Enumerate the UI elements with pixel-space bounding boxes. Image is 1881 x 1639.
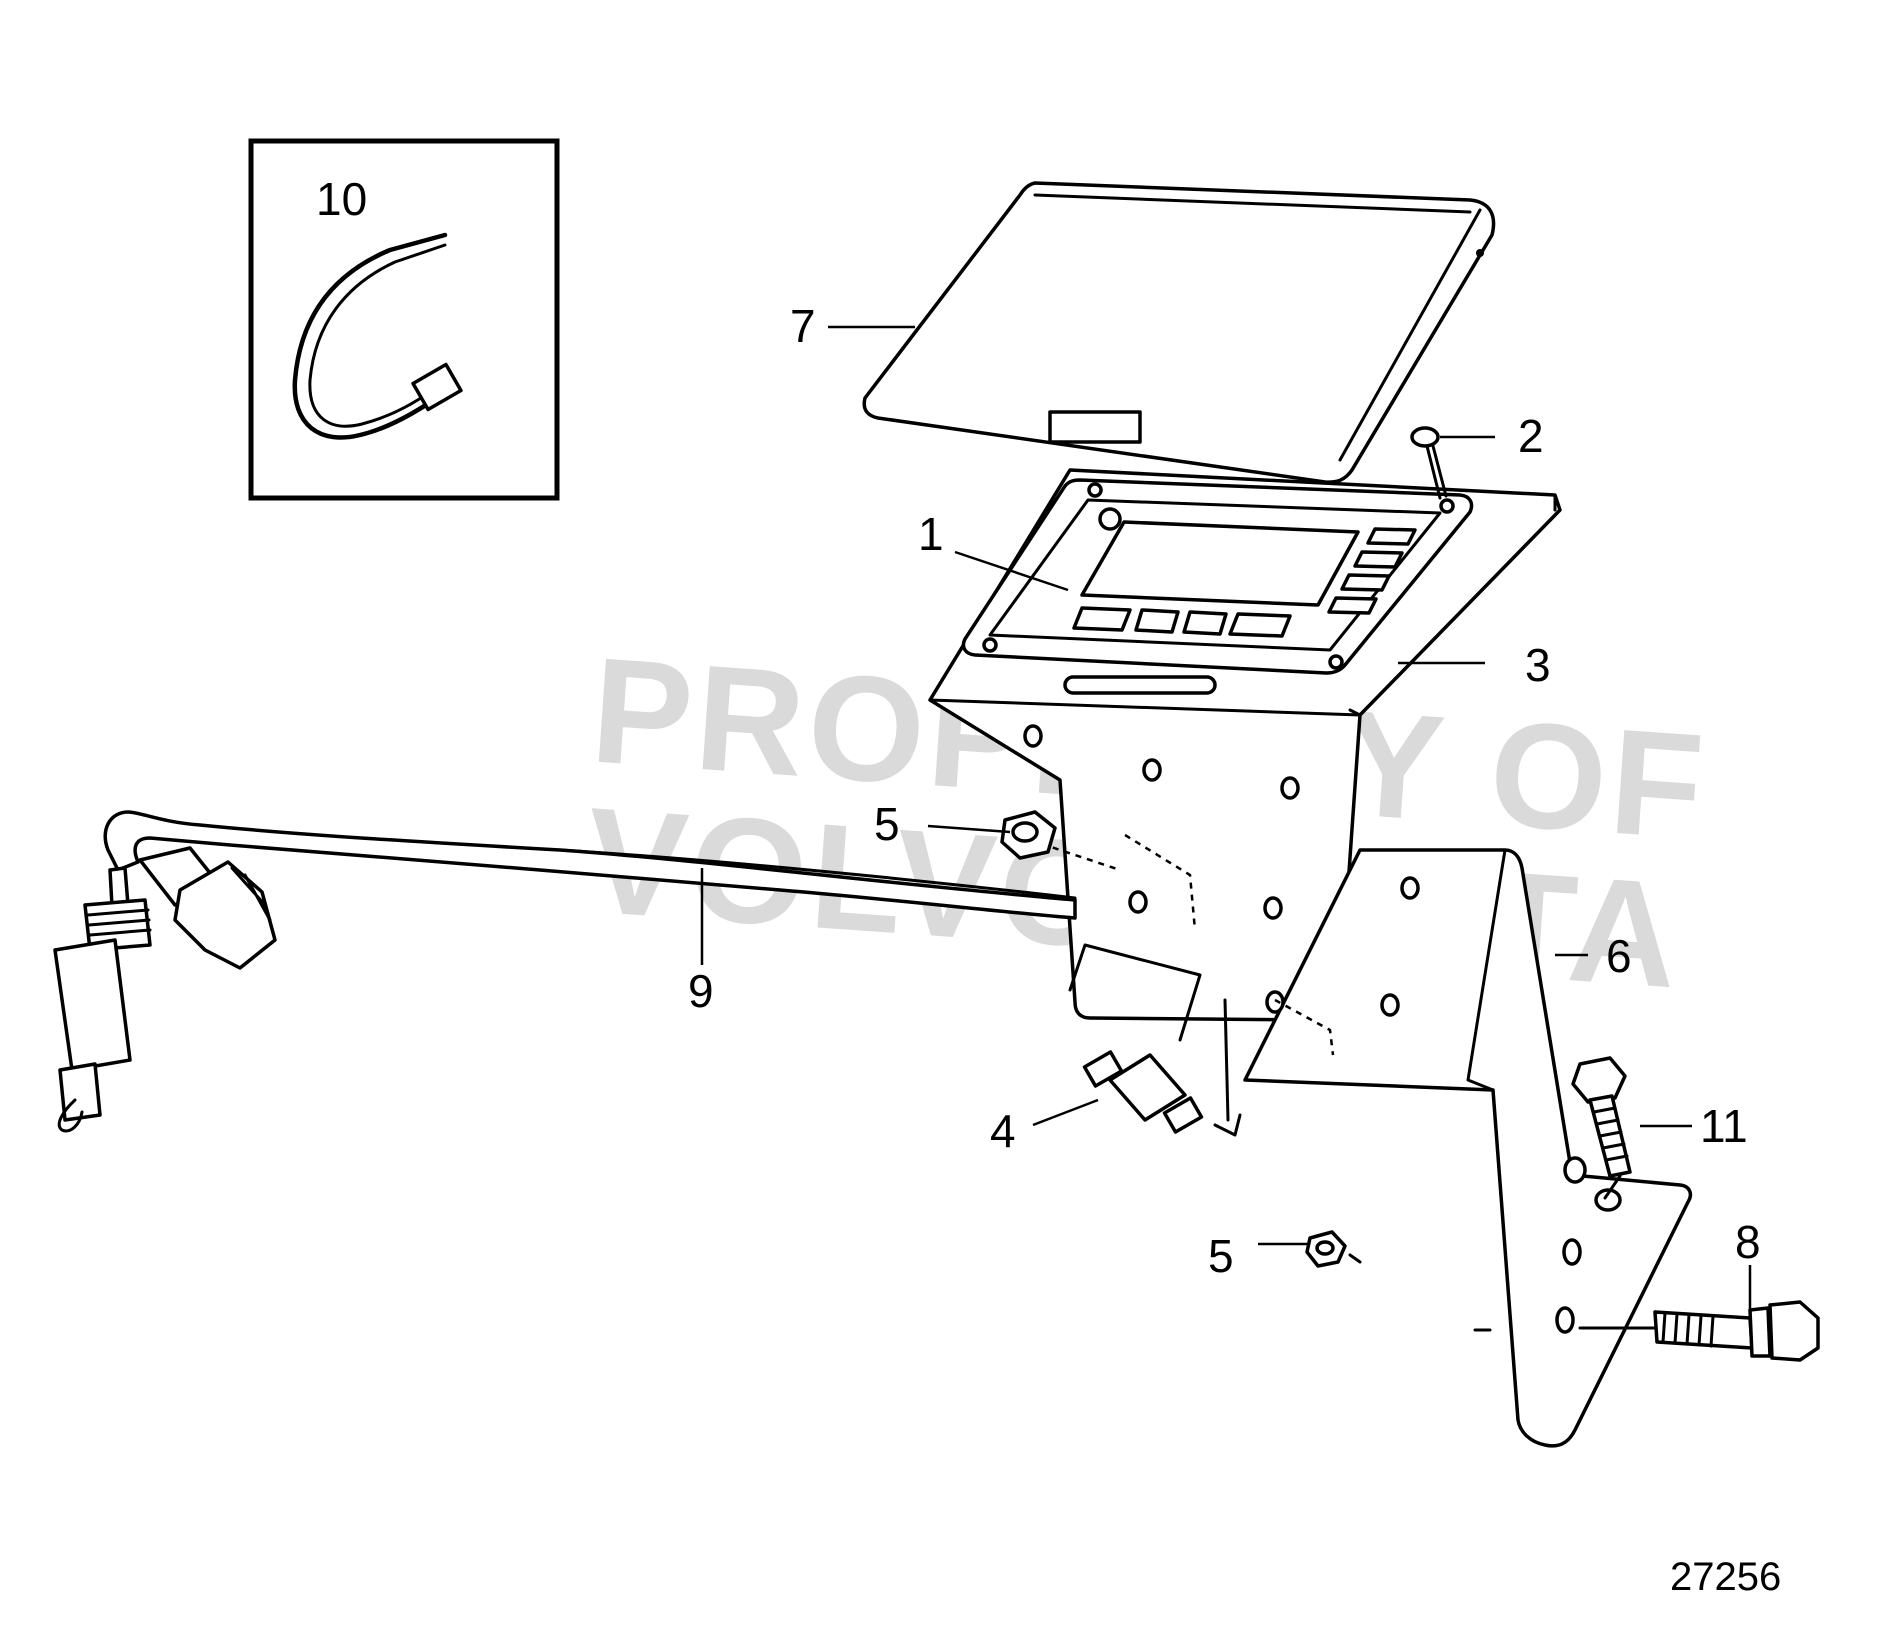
callout-5-lower: 5	[1208, 1230, 1234, 1282]
bolt-threads	[1592, 1106, 1629, 1162]
bracket-hole	[1142, 758, 1162, 782]
bracket-slot	[1063, 675, 1217, 695]
mount-hole	[1555, 1306, 1575, 1334]
callout-2: 2	[1518, 410, 1544, 462]
inset-cable-tie	[248, 138, 560, 501]
callout-labels: 1 2 3 4 5 5 6 7 8 9 10 11	[316, 173, 1761, 1282]
mount-fold	[1466, 848, 1507, 1092]
callout-4: 4	[990, 1105, 1016, 1157]
bolt-shank	[1653, 1310, 1754, 1350]
leader-1	[954, 550, 1069, 592]
bottom-keys	[1072, 606, 1292, 638]
mount-hole	[1380, 993, 1400, 1017]
plug-pin	[57, 1098, 84, 1133]
callout-1: 1	[918, 508, 944, 560]
part-8-bolt	[1578, 1300, 1820, 1362]
cover-body	[862, 181, 1496, 484]
callout-8: 8	[1735, 1216, 1761, 1268]
inset-frame	[248, 138, 560, 501]
display-screen	[1080, 520, 1360, 607]
rubber-mount-stud	[1082, 1050, 1124, 1088]
cable-line	[558, 848, 1077, 900]
cable-tie-strap-inner	[308, 243, 447, 428]
callout-6: 6	[1606, 930, 1632, 982]
bracket-hole	[1280, 776, 1300, 800]
callout-5-upper: 5	[874, 798, 900, 850]
bracket-bend-line	[928, 698, 1362, 717]
display-screw	[1087, 482, 1103, 498]
alignment-line	[1274, 998, 1335, 1056]
part-2-screw	[1410, 426, 1448, 500]
cover-edge	[1033, 193, 1482, 462]
mount-hole	[1563, 1156, 1587, 1184]
display-screw	[1439, 498, 1455, 514]
mount-plate	[1243, 848, 1693, 1448]
bracket-hole	[1263, 896, 1283, 920]
nut-bore	[1011, 821, 1039, 843]
mount-hole	[1562, 1238, 1582, 1266]
part-4-rubber-mount	[1068, 943, 1242, 1137]
figure-number: 27256	[1670, 1555, 1781, 1599]
screw-head	[1410, 426, 1440, 448]
leader-5a	[927, 824, 1011, 834]
connector-ribs	[230, 866, 272, 922]
mount-hole	[1400, 876, 1420, 900]
mount-plate-outline	[1068, 943, 1202, 1042]
nut-bore	[1315, 1240, 1335, 1256]
bracket-hole	[1023, 724, 1043, 748]
alignment-line	[1124, 833, 1197, 931]
bolt-flange	[1748, 1306, 1772, 1358]
display-screw	[982, 637, 998, 653]
part-9-cable-harness	[53, 810, 1077, 1133]
callout-3: 3	[1525, 639, 1551, 691]
side-keys	[1327, 527, 1417, 615]
rubber-mount-body	[1108, 1053, 1187, 1122]
mount-hole	[1265, 990, 1285, 1014]
bolt-axis	[1603, 1174, 1622, 1200]
plug-body	[53, 938, 132, 1072]
bracket-hole	[1128, 890, 1148, 914]
bolt-threads	[1661, 1311, 1715, 1348]
part-7-cover	[862, 181, 1496, 484]
display-screw	[1328, 654, 1344, 670]
cable-tie-head	[411, 362, 463, 412]
collar-ribs	[86, 908, 152, 937]
callout-9: 9	[688, 965, 714, 1017]
nut-stub	[1348, 1253, 1362, 1264]
bolt-head	[1768, 1300, 1820, 1362]
part-1-display	[961, 478, 1474, 675]
bolt-head	[1571, 1056, 1627, 1104]
callout-11: 11	[1700, 1100, 1748, 1152]
screw-shank	[1425, 444, 1448, 500]
part-5-nut-lower	[1305, 1230, 1362, 1268]
mount-hole	[1594, 1188, 1622, 1212]
leader-lines	[700, 325, 1752, 1318]
power-button	[1098, 507, 1122, 531]
callout-7: 7	[790, 300, 816, 352]
callout-10: 10	[316, 173, 367, 225]
cover-hinge-tab	[1048, 410, 1142, 444]
part-11-bolt	[1571, 1056, 1632, 1200]
part-6-mounting-bracket	[1243, 848, 1693, 1448]
display-inner-frame	[988, 498, 1442, 652]
rubber-mount-stud	[1162, 1096, 1204, 1134]
mount-edge	[1213, 998, 1242, 1137]
cable-tie-strap	[292, 232, 448, 440]
cover-hole	[1476, 249, 1484, 257]
leader-4	[1032, 1098, 1099, 1127]
part-5-nut-upper	[1000, 810, 1057, 860]
